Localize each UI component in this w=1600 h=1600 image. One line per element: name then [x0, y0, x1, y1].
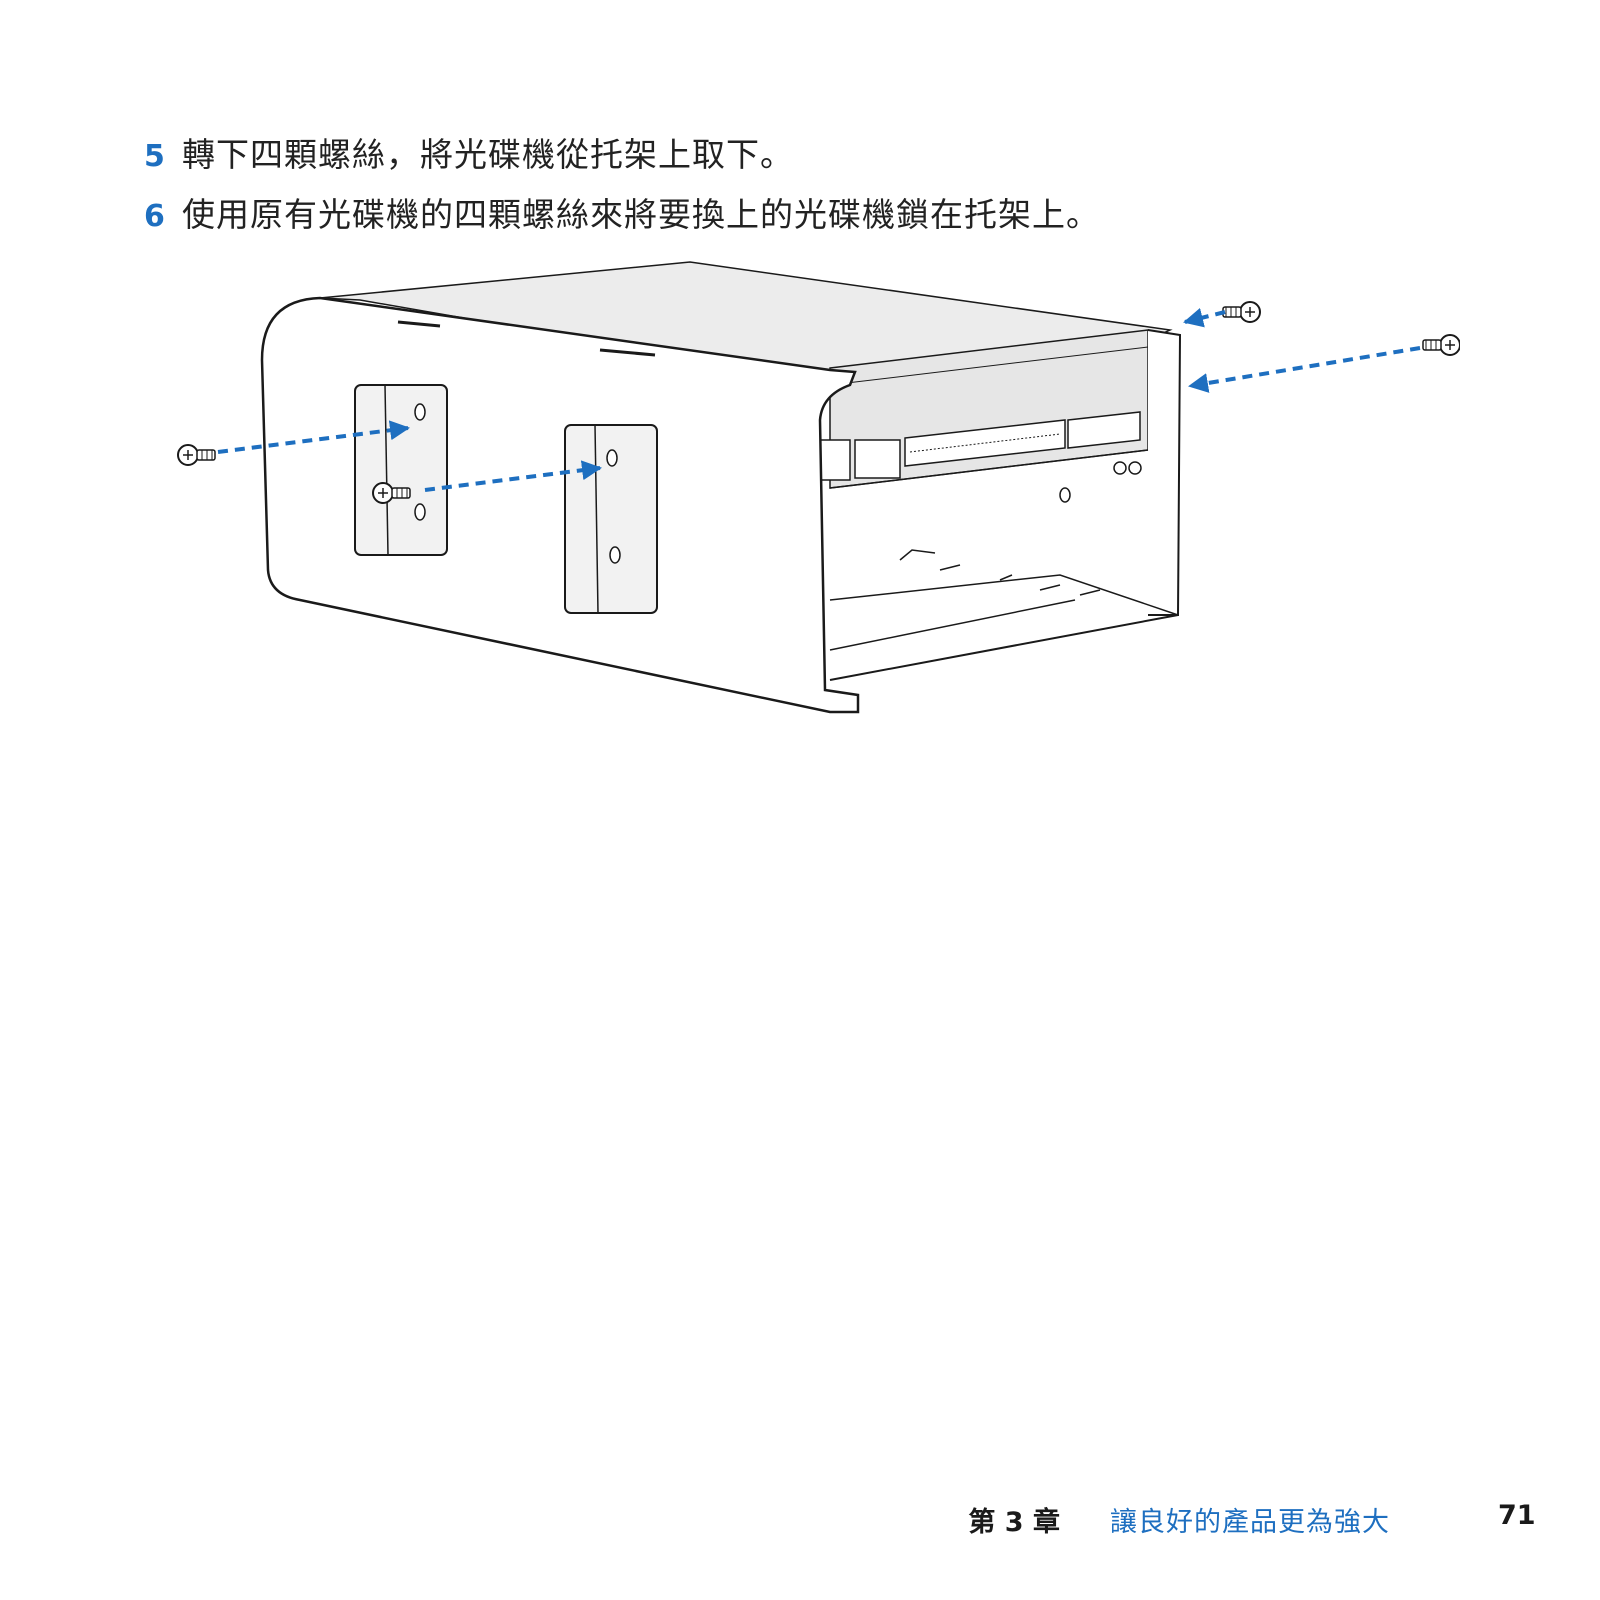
- screw-icon: [177, 444, 216, 466]
- chapter-label: 第 3 章: [968, 1507, 1060, 1538]
- page-number: 71: [1498, 1500, 1536, 1531]
- drive-connectors: [809, 411, 1142, 503]
- carrier-right-side: [829, 329, 1182, 681]
- step-text: 轉下四顆螺絲，將光碟機從托架上取下。: [182, 135, 794, 174]
- arrow-icon: [217, 307, 1421, 492]
- page-footer: 第 3 章 讓良好的產品更為強大 71: [0, 1500, 1600, 1540]
- screw-icon: [1222, 301, 1261, 323]
- carrier-side-plate: [260, 296, 860, 714]
- step-6: 6 使用原有光碟機的四顆螺絲來將要換上的光碟機鎖在托架上。: [144, 188, 1100, 236]
- optical-drive-carrier-illustration: [177, 261, 1460, 714]
- screw-icon: [1422, 334, 1460, 356]
- step-number: 6: [144, 199, 166, 234]
- step-5: 5 轉下四顆螺絲，將光碟機從托架上取下。: [144, 128, 794, 176]
- chapter-title: 讓良好的產品更為強大: [1110, 1507, 1390, 1538]
- step-number: 5: [144, 139, 166, 174]
- step-text: 使用原有光碟機的四顆螺絲來將要換上的光碟機鎖在托架上。: [182, 195, 1100, 234]
